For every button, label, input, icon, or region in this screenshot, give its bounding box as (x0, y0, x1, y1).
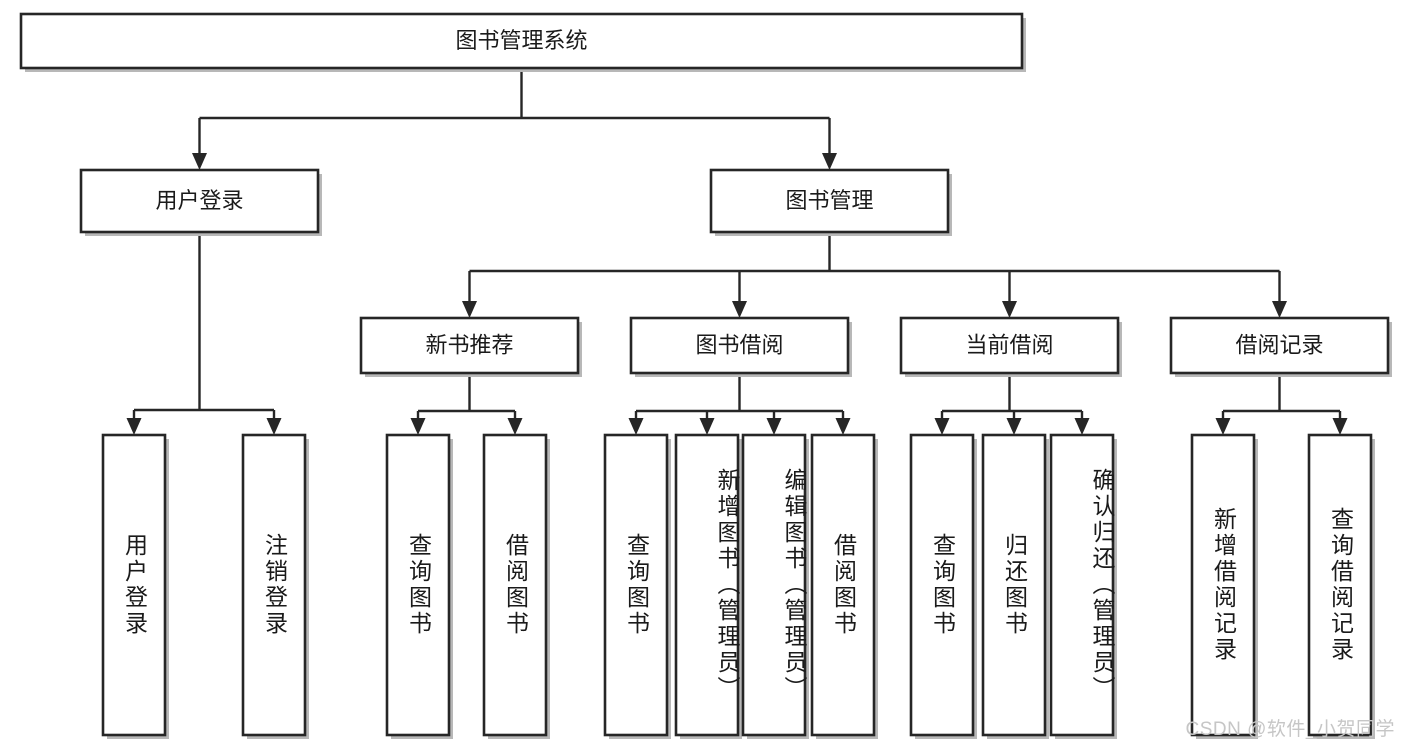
leaf-node-box-3[interactable] (482, 433, 548, 737)
csdn-watermark: CSDN @软件_小贺同学 (1185, 719, 1395, 740)
arrow-down-icon-leaf-6 (766, 418, 782, 435)
leaf-node-box-5[interactable] (674, 433, 740, 737)
leaf-node-box-4[interactable] (603, 433, 669, 737)
arrow-down-icon-level3-1 (732, 301, 747, 318)
level3-node-box-1[interactable] (629, 316, 850, 375)
arrow-down-icon-leaf-12 (1332, 418, 1348, 435)
node-boxes-group (19, 12, 1392, 739)
arrow-down-icon-leaf-2 (410, 418, 426, 435)
arrow-down-icon-leaf-3 (507, 418, 523, 435)
root-node-label: 图书管理系统 (455, 28, 587, 53)
level2-node-box-1[interactable] (709, 168, 950, 234)
arrow-down-icon-level2-0 (192, 153, 207, 170)
arrow-down-icon-level2-1 (822, 153, 837, 170)
level3-node-box-3[interactable] (1169, 316, 1390, 375)
level3-node-label-2: 当前借阅 (965, 332, 1053, 357)
level2-node-label-1: 图书管理 (785, 188, 873, 213)
leaf-node-box-1[interactable] (241, 433, 307, 737)
arrow-down-icon-leaf-1 (266, 418, 282, 435)
leaf-node-box-10[interactable] (1049, 433, 1115, 737)
leaf-node-box-7[interactable] (810, 433, 876, 737)
leaf-node-box-11[interactable] (1190, 433, 1256, 737)
leaf-node-box-12[interactable] (1307, 433, 1373, 737)
level3-node-label-3: 借阅记录 (1235, 332, 1323, 357)
arrow-down-icon-level3-0 (462, 301, 477, 318)
level3-node-box-2[interactable] (899, 316, 1120, 375)
arrow-down-icon-level3-2 (1002, 301, 1017, 318)
arrow-down-icon-leaf-5 (699, 418, 715, 435)
arrow-down-icon-level3-3 (1272, 301, 1287, 318)
arrow-down-icon-leaf-8 (934, 418, 950, 435)
arrow-down-icon-leaf-10 (1074, 418, 1090, 435)
level3-node-label-0: 新书推荐 (425, 332, 513, 357)
arrow-down-icon-leaf-0 (126, 418, 142, 435)
level2-node-label-0: 用户登录 (155, 188, 243, 213)
arrow-down-icon-leaf-4 (628, 418, 644, 435)
level2-node-box-0[interactable] (79, 168, 320, 234)
level3-node-label-1: 图书借阅 (695, 332, 783, 357)
leaf-node-box-2[interactable] (385, 433, 451, 737)
leaf-node-box-9[interactable] (981, 433, 1047, 737)
leaf-node-box-6[interactable] (741, 433, 807, 737)
arrow-down-icon-leaf-7 (835, 418, 851, 435)
connector-lines-group (126, 68, 1348, 435)
leaf-node-box-8[interactable] (909, 433, 975, 737)
root-node-box[interactable] (19, 12, 1024, 70)
leaf-node-box-0[interactable] (101, 433, 167, 737)
level3-node-box-0[interactable] (359, 316, 580, 375)
arrow-down-icon-leaf-9 (1006, 418, 1022, 435)
arrow-down-icon-leaf-11 (1215, 418, 1231, 435)
